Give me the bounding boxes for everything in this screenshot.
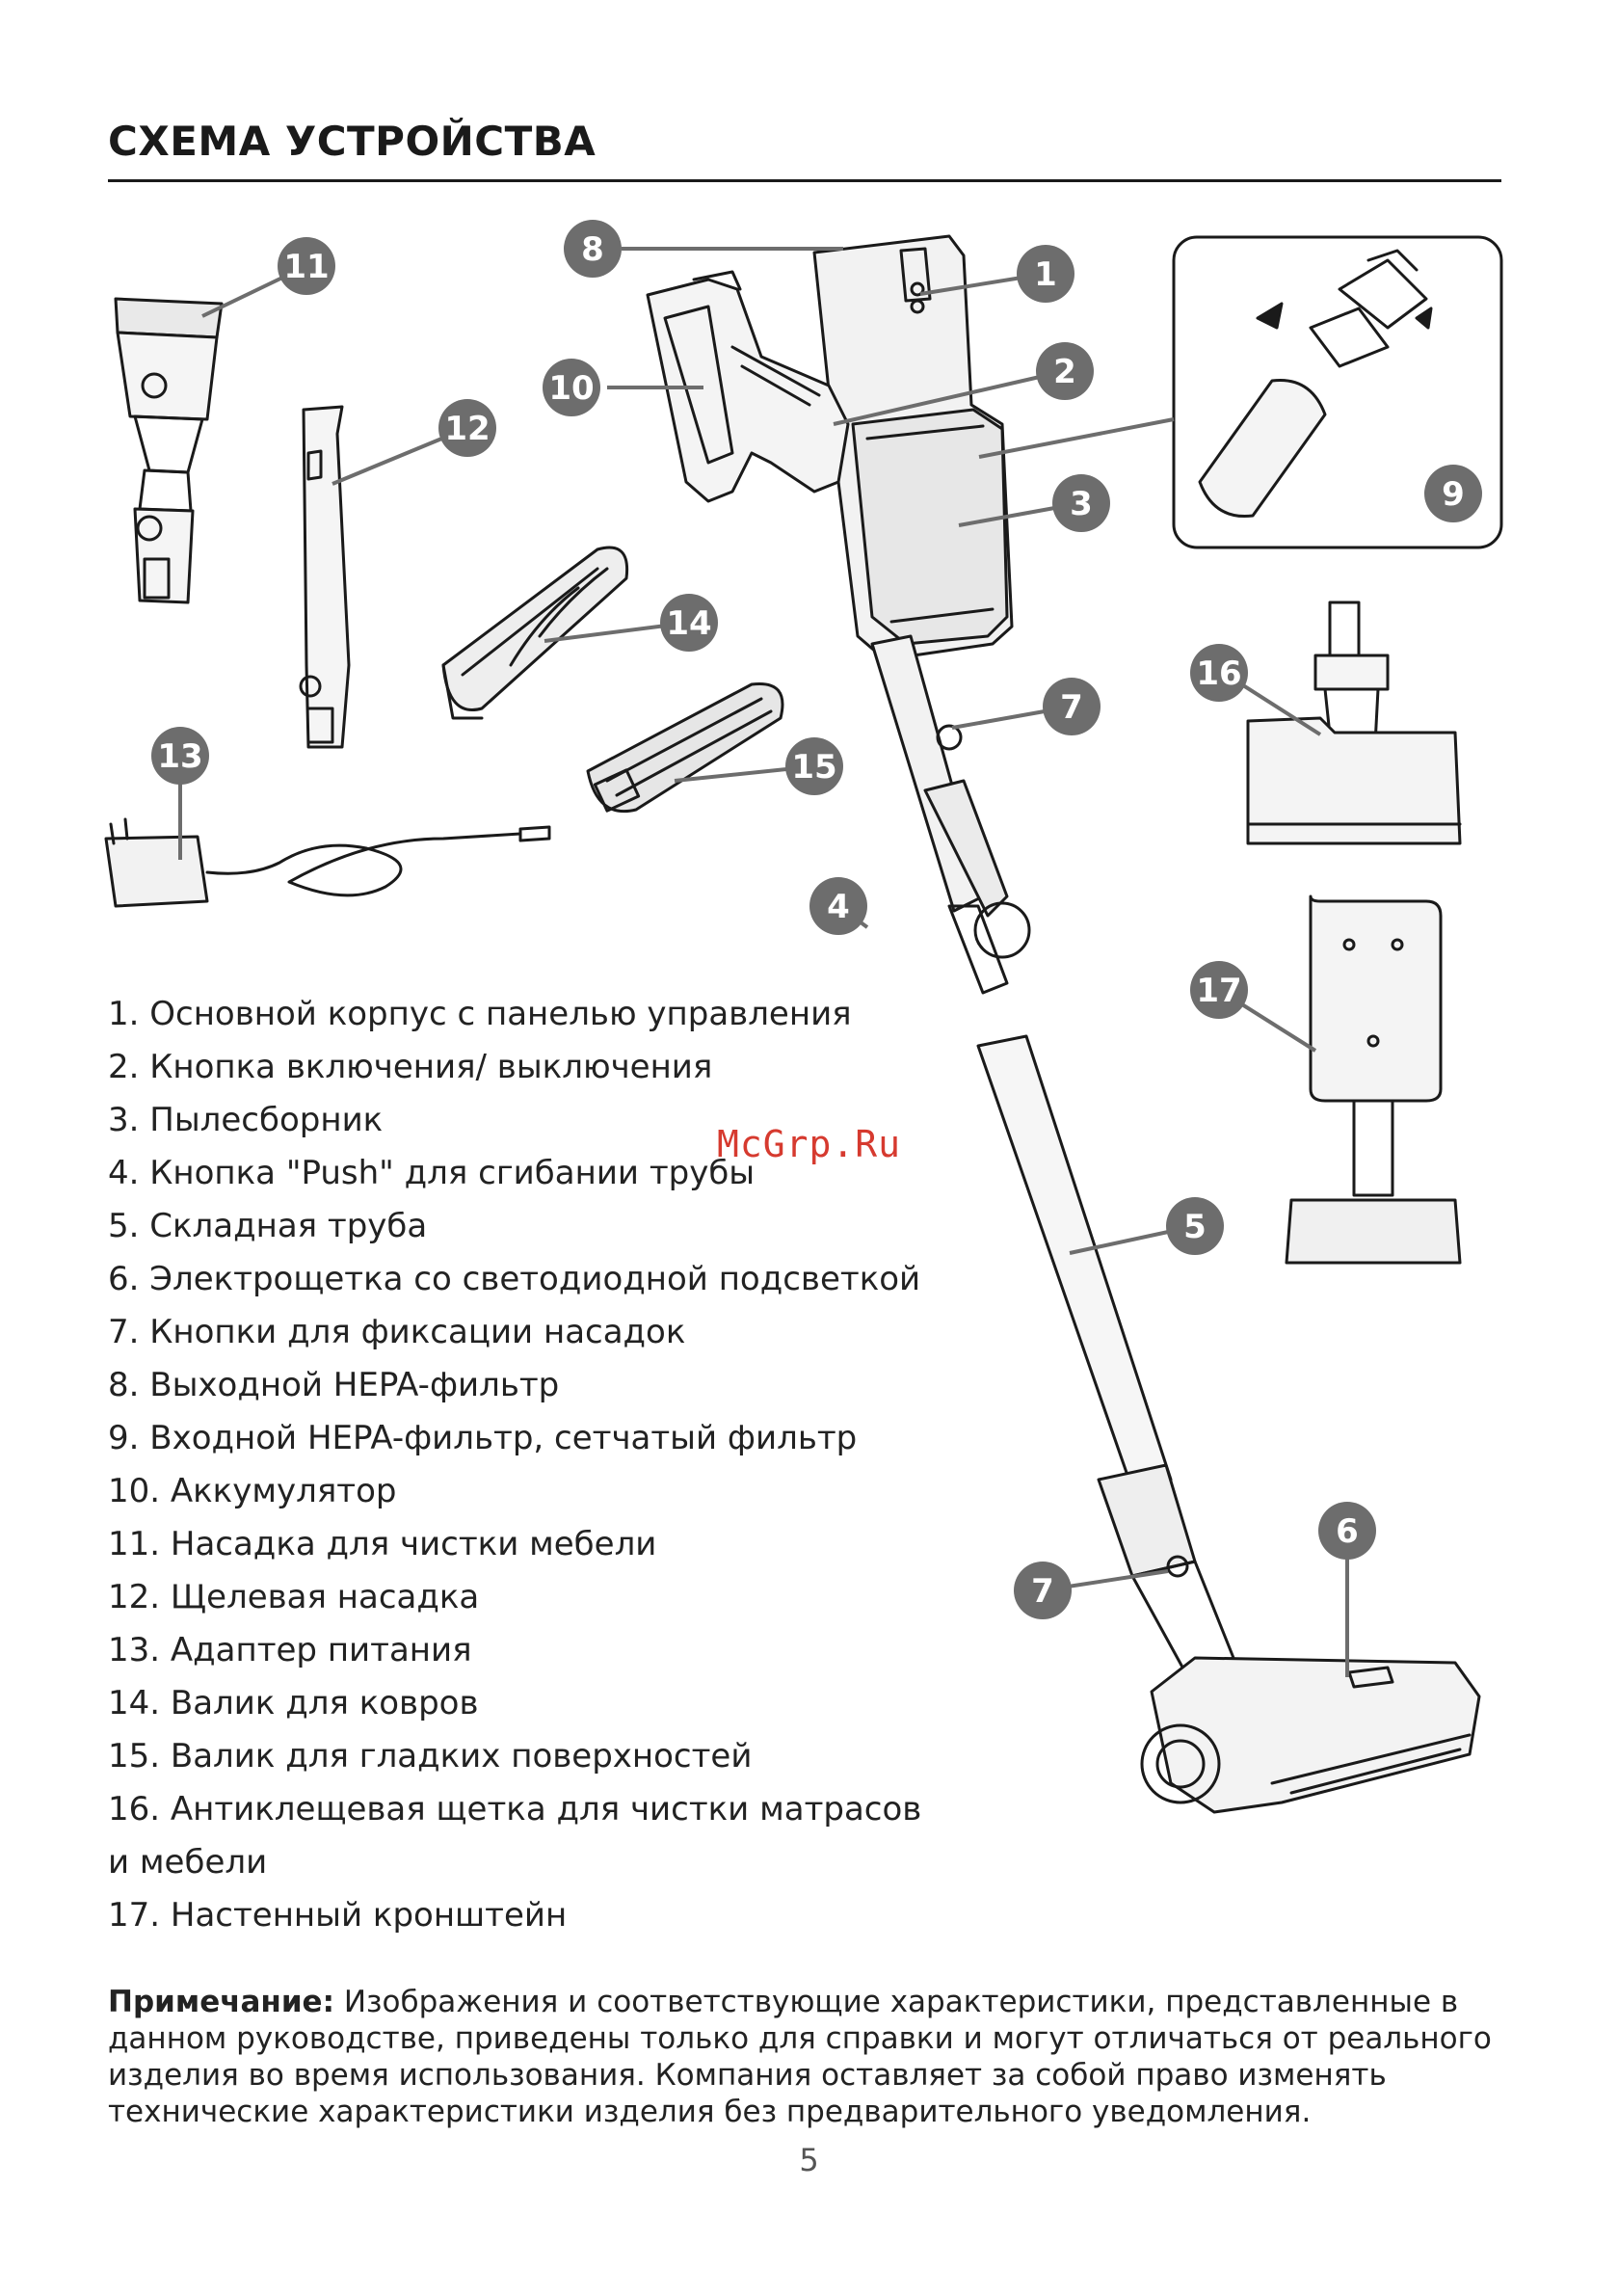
list-item: 13. Адаптер питания <box>108 1631 472 1669</box>
callout-2-label: 2 <box>1053 353 1076 391</box>
callout-12-label: 12 <box>444 410 490 448</box>
list-item: 17. Настенный кронштейн <box>108 1896 568 1935</box>
callout-13-label: 13 <box>157 737 202 776</box>
list-item: 1. Основной корпус с панелью управления <box>108 995 852 1033</box>
callout-8: 8 <box>564 220 622 278</box>
carpet-roller <box>441 546 629 720</box>
callout-17-label: 17 <box>1196 972 1241 1010</box>
list-item: 4. Кнопка "Push" для сгибании трубы <box>108 1154 756 1192</box>
anti-mite-brush <box>1246 601 1462 845</box>
callout-17: 17 <box>1190 961 1248 1019</box>
callout-16: 16 <box>1190 644 1248 702</box>
folding-tube <box>870 634 1235 1674</box>
callout-8-label: 8 <box>581 230 604 269</box>
callout-7-lower-label: 7 <box>1031 1572 1054 1611</box>
callouts: 1 2 3 4 5 6 7 7 8 9 10 11 12 13 14 15 16… <box>151 220 1482 1619</box>
crevice-tool <box>299 405 351 749</box>
callout-4-label: 4 <box>827 888 850 926</box>
callout-5-label: 5 <box>1183 1208 1207 1246</box>
dust-container <box>851 408 1009 646</box>
callout-13: 13 <box>151 727 209 785</box>
watermark: McGrp.Ru <box>717 1123 902 1165</box>
callout-1-label: 1 <box>1034 255 1057 294</box>
wall-bracket <box>1285 894 1462 1265</box>
callout-3-label: 3 <box>1070 485 1093 523</box>
callout-7-upper: 7 <box>1043 678 1101 735</box>
list-item: 11. Насадка для чистки мебели <box>108 1525 657 1563</box>
list-item: 5. Складная труба <box>108 1207 428 1245</box>
callout-11: 11 <box>278 237 335 295</box>
callout-4: 4 <box>809 877 867 935</box>
note-label: Примечание: <box>108 1985 334 2019</box>
callout-7-upper-label: 7 <box>1060 688 1083 727</box>
list-item: 8. Выходной HEPA-фильтр <box>108 1366 560 1404</box>
page-title: СХЕМА УСТРОЙСТВА <box>108 118 597 165</box>
list-item: 3. Пылесборник <box>108 1101 384 1139</box>
page-number: 5 <box>799 2142 819 2178</box>
callout-15: 15 <box>785 737 843 795</box>
list-item: 6. Электрощетка со светодиодной подсветк… <box>108 1260 921 1298</box>
battery <box>663 305 734 465</box>
list-item: 2. Кнопка включения/ выключения <box>108 1048 713 1086</box>
list-item: 15. Валик для гладких поверхностей <box>108 1737 753 1775</box>
push-button <box>947 904 1009 995</box>
callout-6-label: 6 <box>1336 1512 1359 1551</box>
vacuum-handle <box>646 270 850 503</box>
control-panel <box>899 247 932 303</box>
callout-6: 6 <box>1318 1502 1376 1560</box>
list-item: 9. Входной HEPA-фильтр, сетчатый фильтр <box>108 1419 858 1457</box>
list-item: 14. Валик для ковров <box>108 1684 479 1722</box>
callout-7-lower: 7 <box>1014 1562 1072 1619</box>
power-adapter <box>104 817 551 908</box>
vacuum-main-body <box>812 234 1014 667</box>
callout-1: 1 <box>1017 245 1074 303</box>
list-item: 12. Щелевая насадка <box>108 1578 480 1616</box>
callout-9: 9 <box>1424 465 1482 522</box>
note-text: Изображения и соответствующие характерис… <box>108 1985 1492 2129</box>
note-paragraph: Примечание: Изображения и соответствующи… <box>108 1984 1515 2130</box>
list-item: и мебели <box>108 1843 268 1882</box>
parts-list: 1. Основной корпус с панелью управления … <box>108 988 921 1942</box>
furniture-brush-attachment <box>114 297 224 604</box>
list-item: 10. Аккумулятор <box>108 1472 397 1510</box>
title-divider <box>108 179 1501 182</box>
callout-16-label: 16 <box>1196 654 1241 693</box>
smooth-roller <box>586 681 784 814</box>
filter-inset <box>1172 235 1503 549</box>
callout-11-label: 11 <box>283 248 329 286</box>
callout-14: 14 <box>660 594 718 652</box>
callout-10: 10 <box>543 359 600 416</box>
callout-10-label: 10 <box>548 369 594 408</box>
callout-15-label: 15 <box>791 748 836 787</box>
electric-brush <box>1140 1656 1481 1814</box>
callout-9-label: 9 <box>1442 475 1465 514</box>
callout-12: 12 <box>438 399 496 457</box>
callout-5: 5 <box>1166 1197 1224 1255</box>
list-item: 16. Антиклещевая щетка для чистки матрас… <box>108 1790 922 1829</box>
list-item: 7. Кнопки для фиксации насадок <box>108 1313 686 1351</box>
callout-14-label: 14 <box>666 604 711 643</box>
callout-3: 3 <box>1052 474 1110 532</box>
callout-2: 2 <box>1036 342 1094 400</box>
